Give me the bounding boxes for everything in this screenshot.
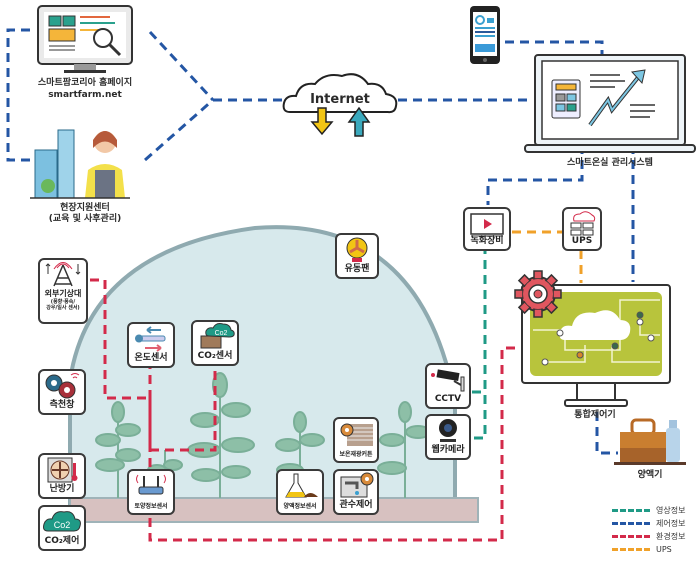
thermometer-icon xyxy=(135,326,166,352)
cctv-label: CCTV xyxy=(434,394,462,404)
router-sensor-icon xyxy=(136,474,166,495)
recorder-device[interactable]: 녹화장비 xyxy=(463,207,511,251)
ups-device[interactable]: UPS xyxy=(562,207,602,251)
control-line-homepage-loop xyxy=(6,28,35,162)
legend-swatch xyxy=(612,509,650,512)
legend-item-environment: 환경정보 xyxy=(612,530,685,543)
legend: 영상정보 제어정보 환경정보 UPS xyxy=(612,504,685,556)
co2-control-label: CO₂제어 xyxy=(44,536,80,546)
weather-station-sub2: 강우/일사 센서) xyxy=(46,305,80,311)
webcam-label: 웹카메라 xyxy=(431,445,465,455)
temp-sensor-device[interactable]: 온도센서 xyxy=(127,322,175,368)
flask-icon xyxy=(285,473,318,498)
legend-item-video: 영상정보 xyxy=(612,504,685,517)
legend-swatch xyxy=(612,548,650,551)
thermal-curtain-label: 보온재광커튼 xyxy=(339,451,373,458)
plant-icon xyxy=(95,401,141,498)
gears-icon xyxy=(45,373,80,399)
download-arrow-icon xyxy=(310,107,334,136)
control-line-center-junction xyxy=(144,98,214,162)
circulation-fan-device[interactable]: 유동팬 xyxy=(335,233,379,279)
irrigation-control-label: 관수제어 xyxy=(339,500,373,510)
plant-icon xyxy=(377,401,431,498)
legend-item-ups: UPS xyxy=(612,543,685,556)
curtain-icon xyxy=(340,423,373,446)
legend-label: UPS xyxy=(656,545,672,554)
co2-cloud-icon: Co2 xyxy=(43,511,81,532)
fan-icon xyxy=(346,237,368,262)
irrigation-control-device[interactable]: 관수제어 xyxy=(333,469,379,515)
co2-sensor-icon: Co2 xyxy=(200,323,235,349)
nutrient-supply-label: 양액기 xyxy=(637,470,663,480)
webcam-icon xyxy=(439,419,457,442)
controller-label: 통합제어기 xyxy=(574,410,616,420)
temp-sensor-label: 온도센서 xyxy=(134,353,168,363)
support-center-title: 현장지원센터 xyxy=(60,203,110,213)
support-center-subtitle: (교육 및 사후관리) xyxy=(48,214,122,224)
weather-station-sub1: (풍향·풍속/ xyxy=(50,299,76,305)
control-line-homepage-junction xyxy=(148,30,215,102)
management-system-label: 스마트온실 관리시스템 xyxy=(567,158,653,168)
support-center-icon xyxy=(30,129,130,199)
video-lines xyxy=(472,230,487,440)
nutrient-sensor-device[interactable]: 양액정보센서 xyxy=(276,469,324,515)
control-lines xyxy=(6,28,635,455)
thermal-curtain-device[interactable]: 보온재광커튼 xyxy=(333,417,379,463)
soil-sensor-device[interactable]: 토양정보센서 xyxy=(127,469,175,515)
legend-item-control: 제어정보 xyxy=(612,517,685,530)
video-line-recorder xyxy=(472,230,487,440)
internet-label: Internet xyxy=(310,92,370,107)
weather-station-label: 외부기상대 xyxy=(44,289,82,298)
legend-label: 영상정보 xyxy=(656,506,686,515)
heater-fan-icon xyxy=(47,457,78,483)
management-laptop-icon xyxy=(524,54,696,153)
control-line-phone-system xyxy=(505,40,604,68)
webcam-device[interactable]: 웹카메라 xyxy=(425,414,471,460)
nutrient-sensor-label: 양액정보센서 xyxy=(283,503,317,510)
recorder-label: 녹화장비 xyxy=(470,236,504,246)
weather-tower-icon xyxy=(45,262,81,287)
homepage-url[interactable]: smartfarm.net xyxy=(48,90,122,100)
ups-label: UPS xyxy=(571,236,593,246)
upload-arrow-icon xyxy=(347,106,371,137)
ups-lines xyxy=(512,230,583,283)
cctv-camera-icon xyxy=(431,369,465,392)
roof-vent-device[interactable]: 측천창 xyxy=(38,369,86,415)
co2-sensor-label: CO₂센서 xyxy=(197,351,233,361)
gear-icon xyxy=(514,270,562,318)
faucet-gear-icon xyxy=(340,472,374,498)
weather-station-device[interactable]: 외부기상대 (풍향·풍속/ 강우/일사 센서) xyxy=(38,258,88,324)
co2-sensor-device[interactable]: Co2 CO₂센서 xyxy=(191,320,239,366)
integrated-controller-icon xyxy=(514,270,671,407)
roof-vent-label: 측천창 xyxy=(49,400,75,410)
legend-label: 환경정보 xyxy=(656,532,686,541)
co2-control-device[interactable]: Co2 CO₂제어 xyxy=(38,505,86,551)
video-recorder-icon xyxy=(470,213,504,237)
control-line-system-recorder xyxy=(486,145,584,205)
legend-swatch xyxy=(612,535,650,538)
circulation-fan-label: 유동팬 xyxy=(344,264,370,274)
plants xyxy=(95,372,431,498)
ups-server-icon xyxy=(570,211,596,236)
cctv-device[interactable]: CCTV xyxy=(425,363,471,409)
nutrient-supply-icon xyxy=(614,418,686,465)
smartphone-icon xyxy=(470,6,500,64)
legend-label: 제어정보 xyxy=(656,519,686,528)
heater-label: 난방기 xyxy=(49,484,75,494)
co2-sensor-badge: Co2 xyxy=(215,330,228,337)
homepage-monitor-icon xyxy=(37,5,133,73)
soil-sensor-label: 토양정보센서 xyxy=(134,503,168,510)
co2-badge: Co2 xyxy=(54,520,71,530)
env-line-weather xyxy=(90,278,150,400)
heater-device[interactable]: 난방기 xyxy=(38,453,86,499)
internet-cloud-icon xyxy=(282,73,398,137)
legend-swatch xyxy=(612,522,650,525)
homepage-title: 스마트팜코리아 홈페이지 xyxy=(37,78,133,88)
cloud-icon xyxy=(559,310,631,340)
